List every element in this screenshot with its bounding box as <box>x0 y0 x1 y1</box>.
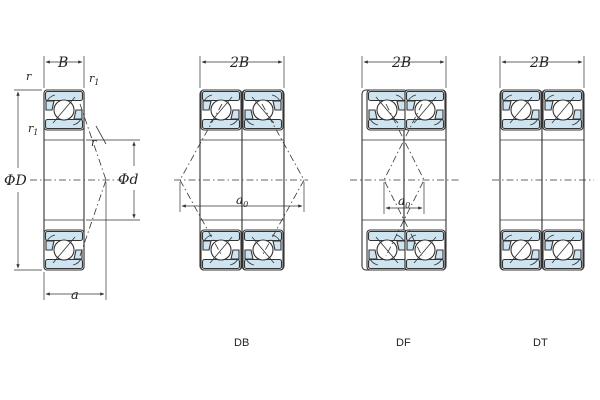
df-a0-label: a0 <box>398 194 410 210</box>
chamfer-r1-label: r1 <box>89 72 99 87</box>
db-lower-right-section <box>242 229 284 271</box>
db-upper-left-section <box>200 89 242 131</box>
df-lower-right-section <box>404 229 446 271</box>
dt-lower-left-section <box>500 229 542 271</box>
outer-diameter-label: ΦD <box>4 173 27 189</box>
dt-lower-right-section <box>542 229 584 271</box>
df-arrangement: 2B a0 DF <box>350 55 460 349</box>
df-lower-left-section <box>366 229 408 271</box>
db-lower-left-section <box>200 229 242 271</box>
db-upper-right-section <box>242 89 284 131</box>
single-upper-section <box>43 89 85 131</box>
df-width-label: 2B <box>391 55 411 71</box>
dt-upper-right-section <box>542 89 584 131</box>
dt-upper-left-section <box>500 89 542 131</box>
load-center-a-label: a <box>71 288 79 303</box>
db-caption: DB <box>234 337 249 349</box>
db-width-label: 2B <box>229 55 249 71</box>
chamfer-r-label: r <box>26 70 32 83</box>
chamfer-r-right-label: r <box>91 136 97 149</box>
dt-caption: DT <box>533 337 548 349</box>
db-a0-label: a0 <box>236 193 248 209</box>
df-upper-left-section <box>366 89 408 131</box>
width-label: B <box>57 55 68 71</box>
db-arrangement: 2B a0 DB <box>174 55 308 349</box>
single-lower-section <box>43 229 85 271</box>
bore-diameter-label: Φd <box>118 172 138 188</box>
dt-width-label: 2B <box>529 55 549 71</box>
df-upper-right-section <box>404 89 446 131</box>
single-bearing: B r r1 r1 r ΦD Φd a <box>4 55 140 303</box>
dt-arrangement: 2B DT <box>492 55 594 349</box>
df-caption: DF <box>396 337 411 349</box>
chamfer-r1-left-label: r1 <box>28 122 38 137</box>
